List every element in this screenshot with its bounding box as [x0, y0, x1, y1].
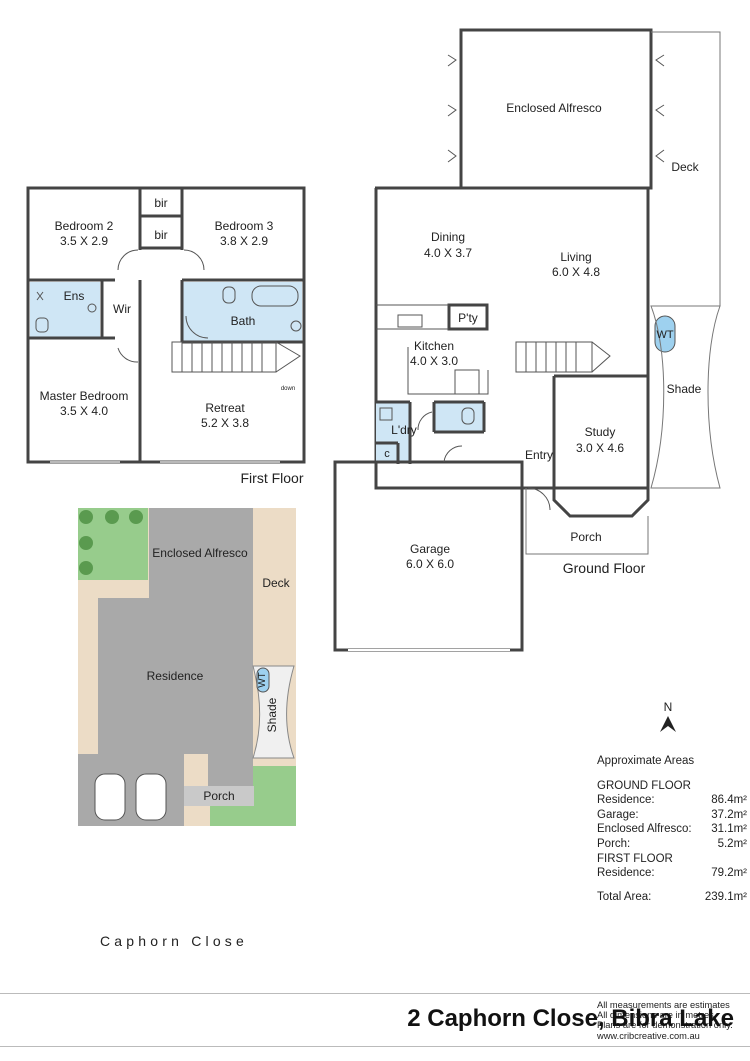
floor-plan: Bedroom 2 3.5 X 2.9 Bedroom 3 3.8 X 2.9 … — [26, 28, 721, 826]
disclaimer-line: Plans are for demonstration only. — [597, 1020, 733, 1031]
garage-outline — [333, 460, 524, 652]
site-garage — [78, 754, 184, 826]
site-wt-label: WT — [257, 672, 268, 688]
study-label: Study — [585, 425, 616, 439]
kitchen-dim: 4.0 X 3.0 — [410, 354, 458, 368]
bath-label: Bath — [231, 314, 256, 328]
retreat-label: Retreat — [205, 401, 245, 415]
site-deck-label: Deck — [262, 576, 290, 590]
alfresco-label: Enclosed Alfresco — [506, 101, 602, 115]
wir-label: Wir — [113, 302, 131, 316]
bedroom-3-label: Bedroom 3 — [215, 219, 274, 233]
north-arrow-icon: N — [660, 700, 676, 732]
porch-label: Porch — [570, 530, 601, 544]
alfresco-bifold-doors — [447, 54, 665, 163]
kitchen-label: Kitchen — [414, 339, 454, 353]
site-residence-label: Residence — [147, 669, 204, 683]
site-residence — [98, 598, 253, 786]
basin-icon — [87, 303, 97, 313]
ground-floor-plan: Enclosed Alfresco Deck Dining 4.0 X 3.7 … — [333, 28, 721, 652]
pantry-outline — [447, 303, 489, 331]
dining-dim: 4.0 X 3.7 — [424, 246, 472, 260]
shrubs — [79, 510, 143, 575]
bir-2-label: bir — [154, 228, 167, 242]
site-alfresco — [149, 508, 253, 598]
site-porch — [184, 786, 254, 806]
bedroom-2-label: Bedroom 2 — [55, 219, 114, 233]
washer-icon — [379, 407, 393, 421]
site-porch-label: Porch — [203, 789, 234, 803]
ground-stair — [515, 341, 611, 373]
bedroom-3-dim: 3.8 X 2.9 — [220, 234, 268, 248]
street-name: Caphorn Close — [100, 933, 248, 949]
areas-heading: Approximate Areas — [597, 755, 695, 767]
disclaimer-line: www.cribcreative.com.au — [597, 1030, 700, 1041]
ensuite-label: Ens — [64, 289, 85, 303]
wt-label: WT — [656, 329, 673, 341]
disclaimer-line: All measurements are estimates — [597, 1000, 730, 1010]
car-icon — [94, 773, 167, 821]
property-address: 2 Caphorn Close, Bibra Lake — [407, 1005, 734, 1032]
area-row: Residence:79.2m² — [597, 867, 747, 880]
ground-floor-heading: GROUND FLOOR — [597, 779, 691, 792]
stair-down-label: down — [281, 386, 295, 392]
area-row: Porch:5.2m² — [597, 837, 747, 850]
site-water-tank — [256, 667, 270, 693]
area-row: Garage:37.2m² — [597, 808, 747, 821]
cupboard-label: c — [384, 448, 390, 460]
shade-label: Shade — [667, 382, 702, 396]
pantry-label: P'ty — [458, 311, 478, 325]
garage-dim: 6.0 X 6.0 — [406, 557, 454, 571]
first-floor-label: First Floor — [241, 470, 304, 486]
study-dim: 3.0 X 4.6 — [576, 441, 624, 455]
living-dim: 6.0 X 4.8 — [552, 265, 600, 279]
cooktop-icon — [454, 369, 480, 395]
first-floor-heading: FIRST FLOOR — [597, 852, 673, 865]
master-bedroom-dim: 3.5 X 4.0 — [60, 404, 108, 418]
title-bar: 2 Caphorn Close, Bibra Lake — [0, 993, 750, 1047]
site-plan: Enclosed Alfresco Deck Residence WT Shad… — [78, 508, 296, 826]
deck-label: Deck — [671, 160, 699, 174]
shade-sail — [650, 305, 721, 489]
wc-floor — [434, 402, 484, 432]
area-row: Residence:86.4m² — [597, 794, 747, 807]
master-bedroom-label: Master Bedroom — [40, 389, 129, 403]
shower-icon — [36, 291, 44, 301]
site-alfresco-label: Enclosed Alfresco — [152, 546, 248, 560]
area-row: Enclosed Alfresco:31.1m² — [597, 823, 747, 836]
toilet-icon — [222, 286, 236, 304]
bir-1-label: bir — [154, 196, 167, 210]
living-label: Living — [560, 250, 591, 264]
garage-label: Garage — [410, 542, 450, 556]
toilet-icon — [461, 407, 475, 425]
site-shade-label: Shade — [265, 697, 279, 732]
areas-table: Approximate Areas GROUND FLOOR Residence… — [597, 754, 747, 904]
porch-outline — [525, 488, 649, 555]
ground-floor-label: Ground Floor — [563, 560, 646, 576]
bath-floor — [183, 282, 302, 342]
laundry-label: L'dry — [391, 423, 417, 437]
basin-icon — [290, 320, 302, 332]
sink-icon — [397, 314, 423, 328]
toilet-icon — [35, 317, 49, 333]
bathtub-icon — [251, 285, 299, 307]
disclaimer: All measurements are estimates All dimen… — [597, 1000, 749, 1041]
first-floor-plan: Bedroom 2 3.5 X 2.9 Bedroom 3 3.8 X 2.9 … — [26, 186, 306, 486]
stair — [171, 341, 301, 373]
disclaimer-line: All dimensions are in metres. — [597, 1010, 717, 1021]
laundry-floor — [376, 402, 410, 462]
study-outline — [552, 374, 650, 518]
retreat-dim: 5.2 X 3.8 — [201, 416, 249, 430]
dining-label: Dining — [431, 230, 465, 244]
bedroom-2-dim: 3.5 X 2.9 — [60, 234, 108, 248]
total-area-row: Total Area:239.1m² — [597, 890, 747, 903]
north-label: N — [664, 700, 673, 714]
entry-label: Entry — [525, 448, 553, 462]
